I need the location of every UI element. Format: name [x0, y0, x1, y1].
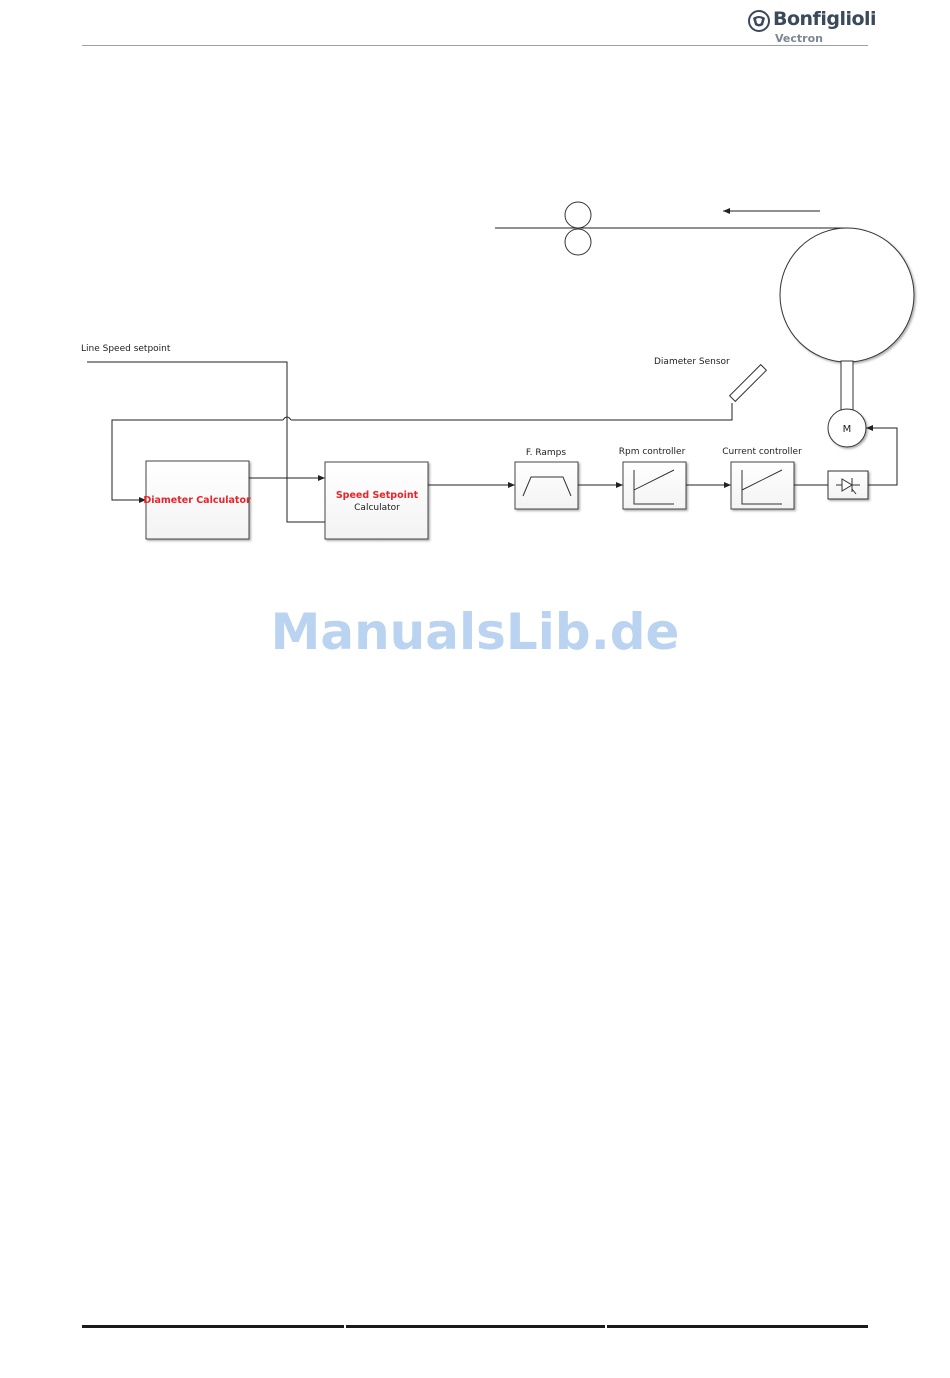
diameter-sensor-icon — [730, 365, 767, 402]
motor-label: M — [843, 424, 852, 435]
converter-to-motor-wire — [866, 428, 897, 485]
line-speed-setpoint-label: Line Speed setpoint — [81, 344, 171, 354]
diameter-sensor-label: Diameter Sensor — [654, 357, 730, 367]
nip-roller-top — [565, 202, 591, 228]
rpm-controller-label: Rpm controller — [619, 447, 686, 457]
footer-divider — [82, 1325, 868, 1328]
winding-roll — [780, 228, 914, 362]
ramps-block — [515, 462, 578, 509]
speed-setpoint-title: Speed Setpoint — [336, 490, 419, 501]
diameter-calculator-label: Diameter Calculator — [143, 495, 251, 506]
rpm-controller-block — [623, 462, 686, 509]
watermark: ManualsLib.de — [0, 603, 950, 661]
ramps-label: F. Ramps — [526, 448, 567, 458]
footer-divider-tick — [605, 1324, 607, 1329]
sensor-feedback-wire — [291, 403, 732, 420]
current-controller-label: Current controller — [722, 447, 802, 457]
current-controller-block — [731, 462, 794, 509]
speed-setpoint-subtitle: Calculator — [354, 503, 400, 513]
footer-divider-tick — [344, 1324, 346, 1329]
roll-shaft — [841, 361, 853, 411]
nip-roller-bottom — [565, 229, 591, 255]
winder-control-diagram: M Diameter Sensor Line Speed setpoint Di… — [0, 0, 950, 700]
